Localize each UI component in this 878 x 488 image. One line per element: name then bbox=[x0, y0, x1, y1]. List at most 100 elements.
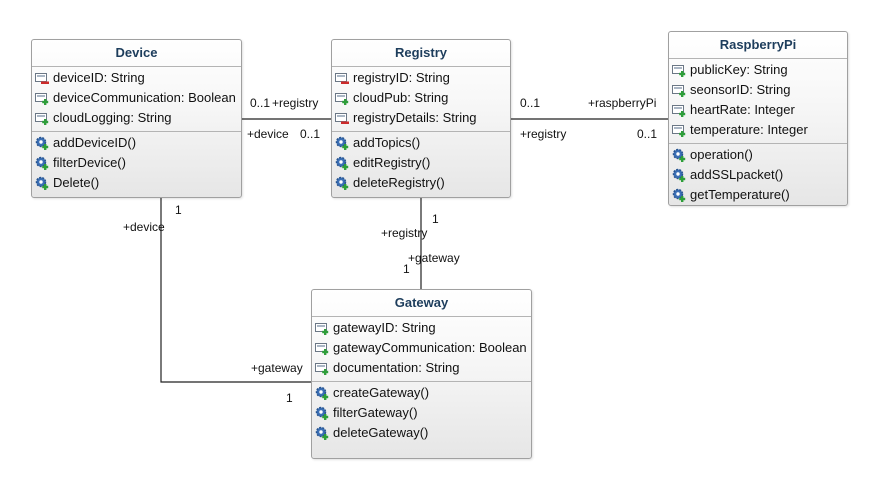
operation[interactable]: getTemperature() bbox=[669, 185, 847, 205]
operation[interactable]: createGateway() bbox=[312, 383, 531, 403]
operation-text: addDeviceID() bbox=[53, 135, 137, 150]
operation-text: addSSLpacket() bbox=[690, 167, 784, 182]
multiplicity-label: 1 bbox=[175, 203, 182, 217]
attribute-text: cloudLogging: String bbox=[53, 110, 172, 125]
operation[interactable]: filterGateway() bbox=[312, 403, 531, 423]
operation[interactable]: deleteRegistry() bbox=[332, 173, 510, 193]
attribute[interactable]: publicKey: String bbox=[669, 60, 847, 80]
attributes-compartment: publicKey: String seonsorID: String hear… bbox=[669, 59, 847, 144]
class-device[interactable]: Device deviceID: String deviceCommunicat… bbox=[31, 39, 242, 198]
operation[interactable]: addDeviceID() bbox=[32, 133, 241, 153]
role-label: +gateway bbox=[408, 251, 460, 265]
attribute[interactable]: cloudLogging: String bbox=[32, 108, 241, 128]
class-gateway[interactable]: Gateway gatewayID: String gatewayCommuni… bbox=[311, 289, 532, 459]
operation-text: filterGateway() bbox=[333, 405, 418, 420]
attribute[interactable]: registryDetails: String bbox=[332, 108, 510, 128]
multiplicity-label: 0..1 bbox=[300, 127, 321, 141]
role-label: +registry bbox=[272, 96, 319, 110]
operation-text: getTemperature() bbox=[690, 187, 790, 202]
role-label: +device bbox=[123, 220, 165, 234]
operation[interactable]: filterDevice() bbox=[32, 153, 241, 173]
attribute-text: cloudPub: String bbox=[353, 90, 449, 105]
operation-gear-icon bbox=[672, 148, 687, 162]
operation-gear-icon bbox=[315, 406, 330, 420]
class-raspberrypi[interactable]: RaspberryPi publicKey: String seonsorID:… bbox=[668, 31, 848, 206]
operation-text: filterDevice() bbox=[53, 155, 126, 170]
attribute[interactable]: deviceCommunication: Boolean bbox=[32, 88, 241, 108]
operation[interactable]: addTopics() bbox=[332, 133, 510, 153]
operations-compartment: addTopics() editRegistry() deleteRegistr… bbox=[332, 132, 510, 196]
attribute-text: gatewayID: String bbox=[333, 320, 436, 335]
operation-gear-icon bbox=[672, 188, 687, 202]
attribute-text: registryID: String bbox=[353, 70, 450, 85]
class-name: Registry bbox=[332, 40, 510, 67]
multiplicity-label: 0..1 bbox=[520, 96, 541, 110]
operation-text: createGateway() bbox=[333, 385, 430, 400]
attribute-text: temperature: Integer bbox=[690, 122, 808, 137]
public-attribute-icon bbox=[315, 341, 330, 355]
attribute-text: seonsorID: String bbox=[690, 82, 791, 97]
operation[interactable]: operation() bbox=[669, 145, 847, 165]
public-attribute-icon bbox=[672, 123, 687, 137]
class-name: Device bbox=[32, 40, 241, 67]
operations-compartment: createGateway() filterGateway() deleteGa… bbox=[312, 382, 531, 446]
attributes-compartment: gatewayID: String gatewayCommunication: … bbox=[312, 317, 531, 382]
public-attribute-icon bbox=[672, 83, 687, 97]
attribute[interactable]: heartRate: Integer bbox=[669, 100, 847, 120]
operation[interactable]: deleteGateway() bbox=[312, 423, 531, 443]
public-attribute-icon bbox=[672, 103, 687, 117]
attribute-text: documentation: String bbox=[333, 360, 460, 375]
role-label: +device bbox=[247, 127, 289, 141]
private-attribute-icon bbox=[335, 71, 350, 85]
operation-gear-icon bbox=[335, 156, 350, 170]
multiplicity-label: 0..1 bbox=[637, 127, 658, 141]
attribute-text: deviceCommunication: Boolean bbox=[53, 90, 236, 105]
role-label: +registry bbox=[520, 127, 567, 141]
attribute-text: deviceID: String bbox=[53, 70, 145, 85]
public-attribute-icon bbox=[35, 91, 50, 105]
operation-gear-icon bbox=[35, 176, 50, 190]
operation[interactable]: editRegistry() bbox=[332, 153, 510, 173]
public-attribute-icon bbox=[35, 111, 50, 125]
operation-text: editRegistry() bbox=[353, 155, 431, 170]
operation-gear-icon bbox=[35, 156, 50, 170]
attribute[interactable]: seonsorID: String bbox=[669, 80, 847, 100]
attribute[interactable]: registryID: String bbox=[332, 68, 510, 88]
attribute-text: gatewayCommunication: Boolean bbox=[333, 340, 527, 355]
class-registry[interactable]: Registry registryID: String cloudPub: St… bbox=[331, 39, 511, 198]
operation[interactable]: Delete() bbox=[32, 173, 241, 193]
role-label: +raspberryPi bbox=[588, 96, 657, 110]
attribute[interactable]: gatewayID: String bbox=[312, 318, 531, 338]
attribute-text: heartRate: Integer bbox=[690, 102, 795, 117]
attribute-text: publicKey: String bbox=[690, 62, 788, 77]
role-label: +gateway bbox=[251, 361, 303, 375]
public-attribute-icon bbox=[672, 63, 687, 77]
operation-text: operation() bbox=[690, 147, 753, 162]
operations-compartment: operation() addSSLpacket() getTemperatur… bbox=[669, 144, 847, 208]
attribute[interactable]: documentation: String bbox=[312, 358, 531, 378]
operation[interactable]: addSSLpacket() bbox=[669, 165, 847, 185]
multiplicity-label: 1 bbox=[432, 212, 439, 226]
public-attribute-icon bbox=[335, 91, 350, 105]
public-attribute-icon bbox=[315, 321, 330, 335]
attributes-compartment: registryID: String cloudPub: String regi… bbox=[332, 67, 510, 132]
association-device-gateway[interactable] bbox=[160, 198, 311, 383]
attributes-compartment: deviceID: String deviceCommunication: Bo… bbox=[32, 67, 241, 132]
operation-text: deleteGateway() bbox=[333, 425, 429, 440]
attribute[interactable]: deviceID: String bbox=[32, 68, 241, 88]
private-attribute-icon bbox=[35, 71, 50, 85]
operation-gear-icon bbox=[335, 176, 350, 190]
attribute[interactable]: gatewayCommunication: Boolean bbox=[312, 338, 531, 358]
multiplicity-label: 1 bbox=[403, 262, 410, 276]
operation-gear-icon bbox=[315, 426, 330, 440]
multiplicity-label: 1 bbox=[286, 391, 293, 405]
operation-text: deleteRegistry() bbox=[353, 175, 445, 190]
attribute[interactable]: cloudPub: String bbox=[332, 88, 510, 108]
operation-gear-icon bbox=[335, 136, 350, 150]
attribute-text: registryDetails: String bbox=[353, 110, 477, 125]
class-name: RaspberryPi bbox=[669, 32, 847, 59]
operation-gear-icon bbox=[315, 386, 330, 400]
attribute[interactable]: temperature: Integer bbox=[669, 120, 847, 140]
multiplicity-label: 0..1 bbox=[250, 96, 271, 110]
